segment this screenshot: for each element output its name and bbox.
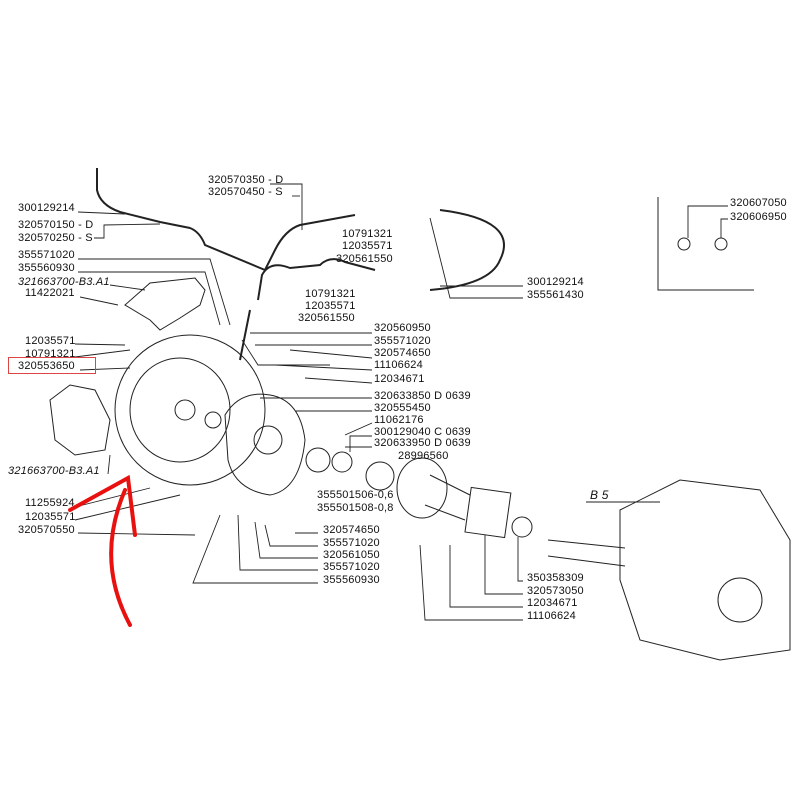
part-label[interactable]: 28996560 bbox=[398, 450, 449, 462]
highlighted-part-label[interactable]: 320553650 bbox=[18, 360, 75, 372]
part-label[interactable]: 11062176 bbox=[374, 414, 424, 426]
gearbox bbox=[619, 479, 791, 661]
part-label[interactable]: 300129214 bbox=[18, 202, 75, 214]
part-label[interactable]: 350358309 bbox=[527, 572, 584, 584]
axle-tube bbox=[424, 474, 471, 521]
oring bbox=[305, 447, 331, 473]
part-label[interactable]: 12035571 bbox=[342, 240, 393, 252]
bearing bbox=[365, 461, 395, 491]
part-label[interactable]: 355501508-0,8 bbox=[317, 502, 394, 514]
part-label[interactable]: 321663700-B3.A1 bbox=[18, 276, 110, 288]
part-label[interactable]: 320561550 bbox=[298, 312, 355, 324]
part-label[interactable]: 320555450 bbox=[374, 402, 431, 414]
bolt bbox=[79, 296, 119, 306]
leader-lines bbox=[74, 183, 728, 621]
part-label[interactable]: 355560930 bbox=[323, 574, 380, 586]
inset-frame bbox=[657, 197, 754, 291]
part-label[interactable]: 355571020 bbox=[18, 249, 75, 261]
group-label: B 5 bbox=[590, 488, 609, 502]
part-label[interactable]: 10791321 bbox=[342, 228, 393, 240]
part-label[interactable]: 12034671 bbox=[374, 373, 425, 385]
drive-shaft bbox=[547, 539, 626, 567]
part-label[interactable]: 10791321 bbox=[305, 288, 356, 300]
caliper-side bbox=[49, 384, 111, 456]
seal bbox=[204, 411, 222, 429]
bleed-cap bbox=[714, 237, 728, 251]
part-label[interactable]: 320570150 - D bbox=[18, 219, 94, 231]
hub-bore bbox=[253, 425, 283, 455]
part-label[interactable]: 320561550 bbox=[336, 253, 393, 265]
oil-seal bbox=[331, 451, 353, 473]
part-label[interactable]: 11422021 bbox=[25, 287, 75, 299]
part-label[interactable]: 12035571 bbox=[305, 300, 356, 312]
part-label[interactable]: 355571020 bbox=[323, 537, 380, 549]
part-label[interactable]: 320560950 bbox=[374, 322, 431, 334]
red-arrow bbox=[68, 474, 137, 627]
part-label[interactable]: 320570450 - S bbox=[208, 186, 283, 198]
hub-plate bbox=[224, 393, 306, 496]
part-label[interactable]: 355571020 bbox=[323, 561, 380, 573]
flex-hose bbox=[429, 209, 505, 291]
part-label[interactable]: 10791321 bbox=[25, 348, 76, 360]
part-label[interactable]: 320561050 bbox=[323, 549, 380, 561]
part-label[interactable]: 300129040 C 0639 bbox=[374, 426, 471, 438]
vertical-line bbox=[239, 309, 251, 361]
brake-line-lower bbox=[257, 258, 376, 301]
part-label[interactable]: 320570250 - S bbox=[18, 232, 93, 244]
part-label[interactable]: 11255924 bbox=[25, 497, 75, 509]
disc-inner bbox=[129, 357, 231, 463]
part-label[interactable]: 11106624 bbox=[527, 610, 576, 622]
axle-flange bbox=[396, 457, 448, 519]
part-label[interactable]: 12035571 bbox=[25, 335, 76, 347]
brake-disc bbox=[114, 334, 266, 486]
part-label[interactable]: 12034671 bbox=[527, 597, 578, 609]
part-label[interactable]: 321663700-B3.A1 bbox=[8, 465, 100, 477]
axle-mount bbox=[464, 486, 512, 539]
part-label[interactable]: 320573050 bbox=[527, 585, 584, 597]
gearbox-bore bbox=[717, 577, 763, 623]
part-label[interactable]: 320607050 bbox=[730, 197, 787, 209]
part-label[interactable]: 355560930 bbox=[18, 262, 75, 274]
hub-center bbox=[174, 399, 196, 421]
part-label[interactable]: 320606950 bbox=[730, 211, 787, 223]
highlight-box bbox=[8, 357, 96, 374]
part-label[interactable]: 320633950 D 0639 bbox=[374, 437, 471, 449]
part-label[interactable]: 11106624 bbox=[374, 359, 423, 371]
bleed-nipple bbox=[677, 237, 691, 251]
caliper bbox=[124, 277, 206, 331]
part-label[interactable]: 320633850 D 0639 bbox=[374, 390, 471, 402]
part-label[interactable]: 12035571 bbox=[25, 511, 76, 523]
brake-line-upper bbox=[96, 168, 356, 272]
part-label[interactable]: 320574650 bbox=[374, 347, 431, 359]
part-label[interactable]: 320570550 bbox=[18, 524, 75, 536]
part-label[interactable]: 355561430 bbox=[527, 289, 584, 301]
part-label[interactable]: 320570350 - D bbox=[208, 174, 284, 186]
part-label[interactable]: 300129214 bbox=[527, 276, 584, 288]
part-label[interactable]: 355571020 bbox=[374, 335, 431, 347]
shaft-seal bbox=[511, 516, 533, 538]
part-label[interactable]: 320574650 bbox=[323, 524, 380, 536]
part-label[interactable]: 355501506-0,6 bbox=[317, 489, 394, 501]
